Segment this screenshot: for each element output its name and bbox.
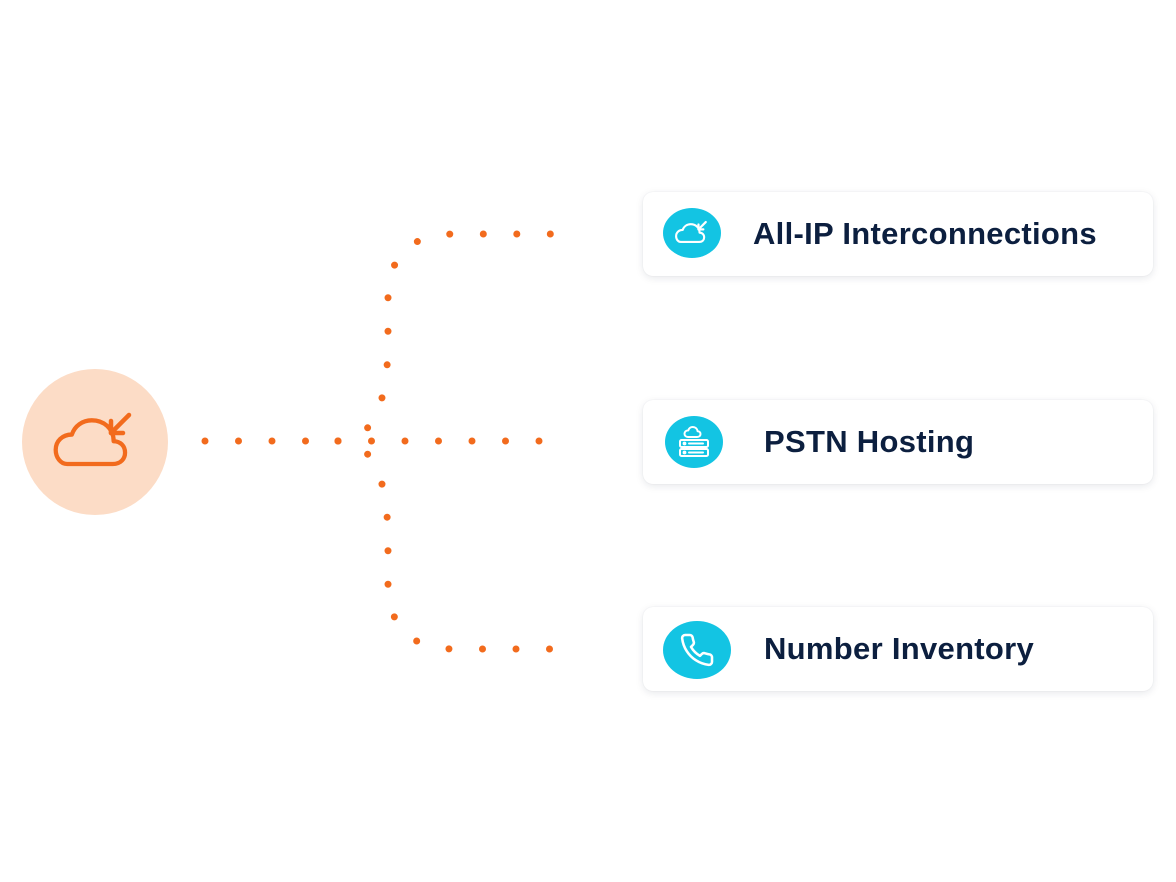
card-label: All-IP Interconnections [753, 216, 1097, 251]
cloud-inbound-icon [675, 220, 707, 243]
card-pstn-hosting[interactable]: PSTN Hosting [643, 400, 1153, 484]
connector-bottom [334, 437, 576, 653]
cloud-inbound-icon [53, 412, 132, 467]
cloud-server-icon [679, 426, 709, 457]
phone-icon [680, 633, 714, 667]
card-label: PSTN Hosting [764, 424, 975, 459]
icon-badge [663, 208, 721, 258]
card-all-ip-interconnections[interactable]: All-IP Interconnections [643, 192, 1153, 276]
connector-top [334, 230, 576, 445]
card-label: Number Inventory [764, 631, 1035, 666]
icon-badge [665, 416, 723, 468]
icon-badge [663, 621, 731, 679]
card-number-inventory[interactable]: Number Inventory [643, 607, 1153, 691]
hub-node [22, 369, 168, 515]
